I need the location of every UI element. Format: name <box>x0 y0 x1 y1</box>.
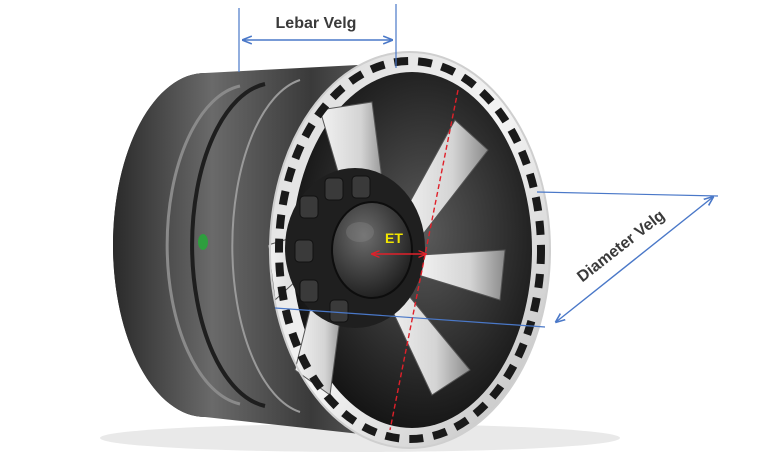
rim-diameter-arrow <box>556 197 713 322</box>
rim-edge-highlight <box>269 51 551 449</box>
rim-lip-slots <box>275 57 545 443</box>
rim-diameter-label: Diameter Velg <box>574 207 668 286</box>
barrel-ridge-1 <box>165 84 241 406</box>
offset-label: ET <box>385 230 403 246</box>
rim-diameter-extension-bottom <box>274 307 546 328</box>
rim-width-dimension: Lebar Velg <box>238 4 397 72</box>
rim-width-label: Lebar Velg <box>276 15 357 32</box>
barrel-ridge-2 <box>190 82 266 408</box>
center-cap-highlight <box>346 222 374 242</box>
center-cap <box>331 201 413 299</box>
barrel-ridge-3 <box>231 79 301 413</box>
wheel-shadow <box>100 424 620 452</box>
rim-diameter-extension-top <box>536 191 719 197</box>
wheel-rim-illustration <box>100 51 620 452</box>
wheel-center-line <box>389 89 459 431</box>
lug-nuts <box>294 175 371 323</box>
valve-stem-dot <box>198 234 208 250</box>
offset-dimension: ET <box>372 89 459 431</box>
